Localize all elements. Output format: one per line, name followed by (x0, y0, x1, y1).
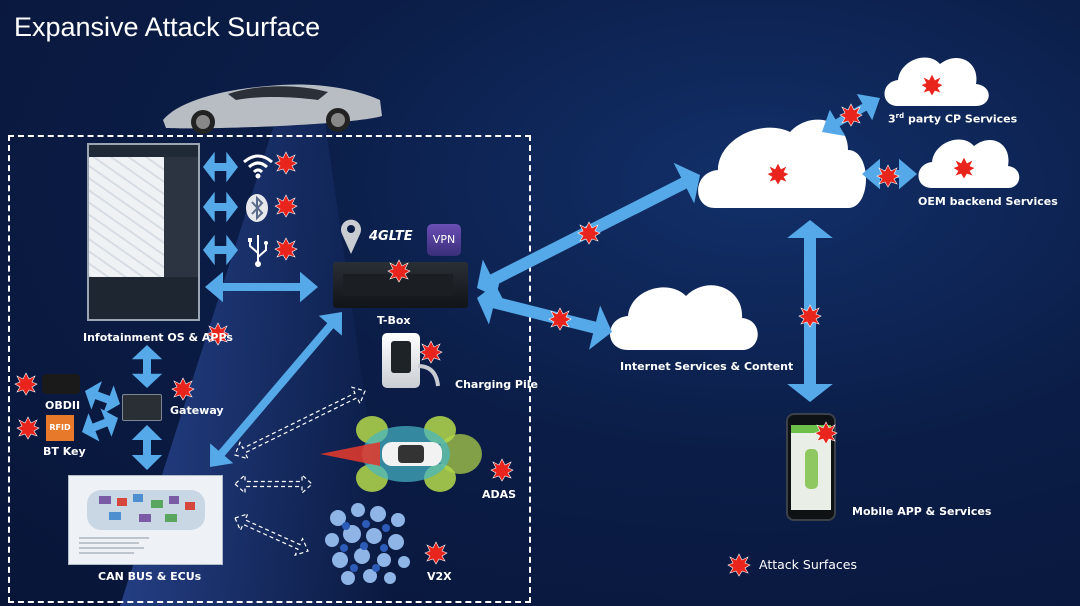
bluetooth-icon (246, 194, 268, 222)
label-infotainment: Infotainment OS & APPs (83, 331, 233, 344)
bluetooth-arrow (203, 191, 238, 223)
rfid-gateway-arrow (82, 408, 118, 442)
label-v2x: V2X (427, 570, 452, 583)
tbox-device (333, 262, 468, 308)
rfid-tag: RFID (46, 415, 74, 441)
v2x-illustration (325, 503, 410, 585)
label-mobile: Mobile APP & Services (852, 505, 992, 518)
attack-marker-icon (727, 553, 751, 577)
usb-attack-marker (274, 237, 298, 261)
label-gateway: Gateway (170, 404, 224, 417)
infotainment-screen (87, 143, 200, 321)
label-third-party: 3rd party CP Services (888, 112, 1018, 126)
usb-arrow (203, 234, 238, 266)
can-v2x-dashed-arrow (234, 512, 309, 557)
charging-plug-icon (417, 364, 440, 387)
label-adas: ADAS (482, 488, 517, 501)
rfid-attack-marker (16, 416, 40, 440)
label-oem: OEM backend Services (918, 195, 1058, 208)
usb-icon (248, 235, 268, 267)
oem-link-attack-marker (876, 164, 900, 188)
gateway-attack-marker (171, 377, 195, 401)
label-obdii: OBDII (45, 399, 81, 412)
adas-illustration (320, 416, 482, 492)
mobile-attack-marker (814, 421, 838, 445)
obd-gateway-arrow (85, 381, 120, 414)
car-image (163, 84, 382, 134)
label-internet: Internet Services & Content (620, 360, 794, 373)
tbox-attack-marker (387, 259, 411, 283)
4g-lte-icon: 4GLTE (369, 229, 413, 244)
gateway-can-arrow (131, 425, 163, 470)
infotainment-gateway-arrow (131, 345, 163, 388)
bluetooth-attack-marker (274, 194, 298, 218)
page-title: Expansive Attack Surface (14, 12, 321, 42)
wifi-arrow (203, 151, 238, 183)
label-can-bus: CAN BUS & ECUs (98, 570, 202, 583)
obd-attack-marker (14, 372, 38, 396)
gateway-device (122, 394, 162, 421)
charging-pile-device (382, 333, 420, 388)
wifi-icon (243, 154, 273, 179)
label-charging-pile: Charging Pile (455, 378, 538, 391)
adas-attack-marker (490, 458, 514, 482)
label-tbox: T-Box (377, 314, 411, 327)
wifi-attack-marker (274, 151, 298, 175)
infotainment-tbox-arrow (205, 271, 318, 303)
location-pin-icon (341, 219, 361, 254)
cloud-mobile-attack-marker (798, 304, 822, 328)
legend-label: Attack Surfaces (759, 557, 858, 572)
can-charging-dashed-arrow (234, 386, 366, 460)
can-bus-diagram-image (68, 475, 223, 565)
v2x-attack-marker (424, 541, 448, 565)
label-bt-key: BT Key (43, 445, 86, 458)
tbox-internet-arrow (477, 280, 612, 350)
can-adas-dashed-arrow (234, 473, 313, 495)
charging-attack-marker (419, 340, 443, 364)
vpn-icon: VPN (427, 224, 461, 256)
obd-device (42, 374, 80, 394)
cloud-icon (610, 57, 1020, 350)
can-tbox-arrow (210, 312, 342, 467)
vehicle-boundary (8, 135, 531, 603)
